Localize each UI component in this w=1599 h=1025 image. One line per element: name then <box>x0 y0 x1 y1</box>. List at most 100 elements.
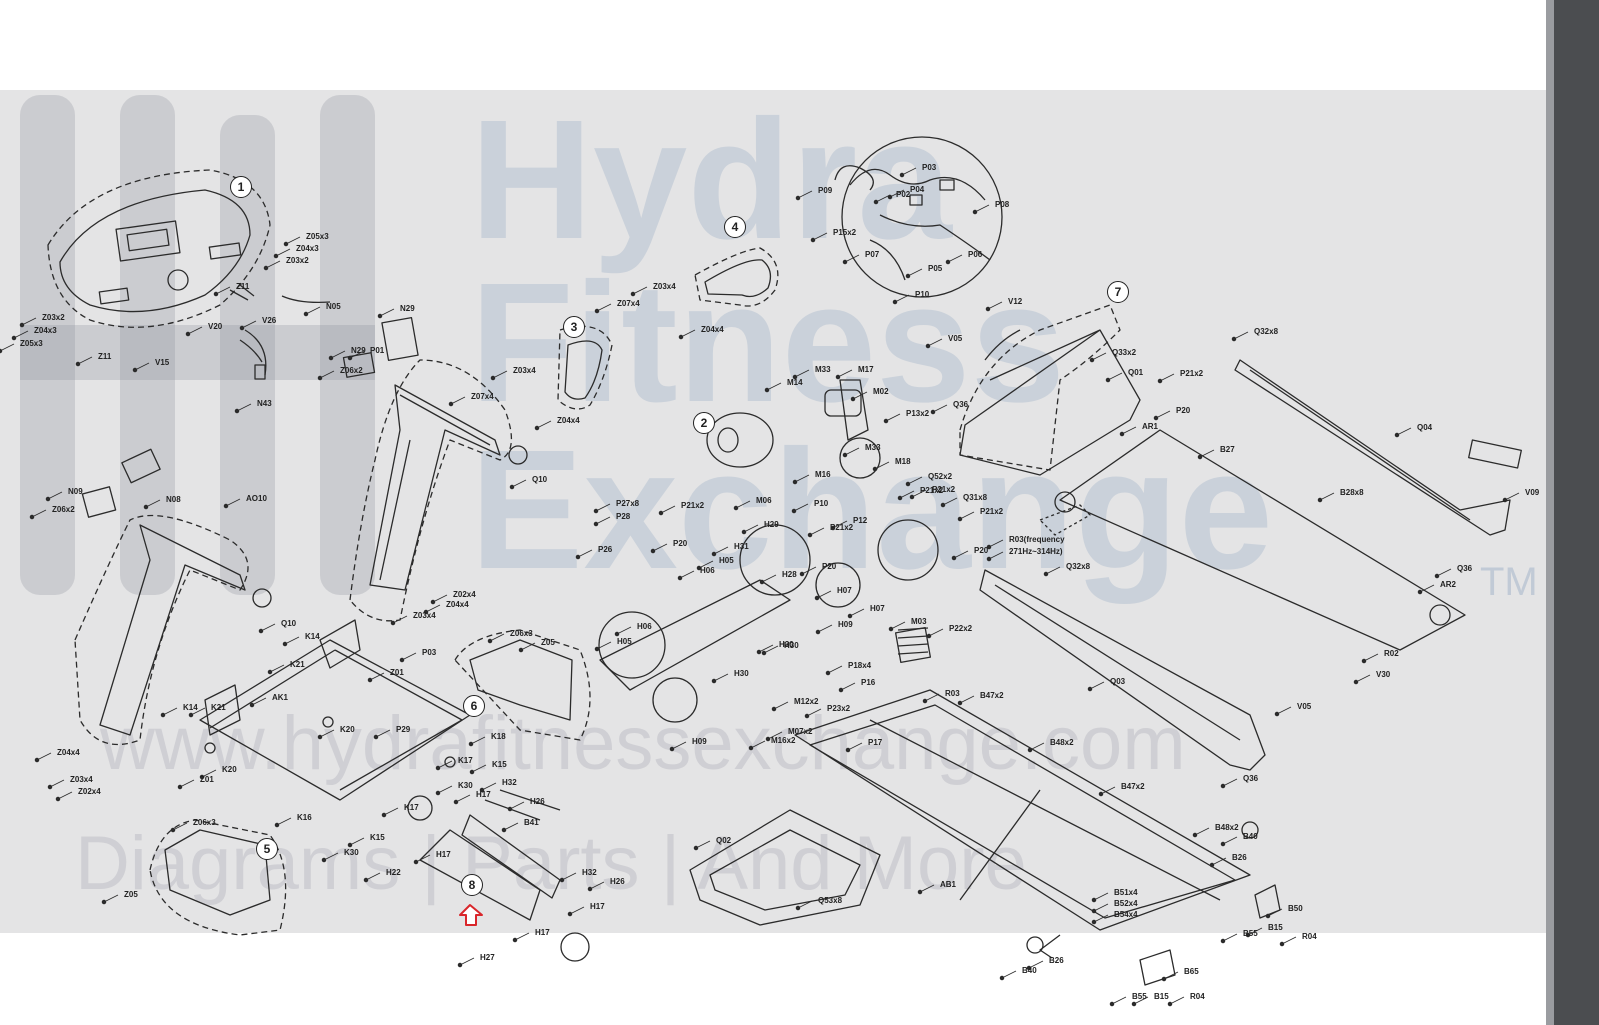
part-label-rear-guard: Z06x3 <box>193 818 216 827</box>
part-label-base-frame: K15 <box>492 760 507 769</box>
fastener-dot <box>888 626 894 632</box>
fastener-dot <box>892 299 898 305</box>
leader-line <box>955 550 969 558</box>
fastener-dot <box>390 620 396 626</box>
leader-line <box>1102 786 1116 794</box>
part-label-rear-guard: Z05 <box>541 638 555 647</box>
part-label-drive: H09 <box>838 620 853 629</box>
leader-line <box>434 594 448 602</box>
part-label-lift: H32 <box>582 868 597 877</box>
fastener-dot <box>1361 658 1367 664</box>
part-label-upright-right: Z03x4 <box>413 611 436 620</box>
leader-line <box>682 329 696 337</box>
leader-line <box>227 498 241 506</box>
part-label-hood: P20 <box>1176 406 1191 415</box>
leader-line <box>505 822 519 830</box>
fastener-dot <box>761 650 767 656</box>
handle-left <box>557 325 613 410</box>
fastener-dot <box>47 784 53 790</box>
part-label-hood: V12 <box>1008 297 1023 306</box>
part-label-upright-right: Z04x4 <box>446 600 469 609</box>
leader-line <box>662 505 676 513</box>
fastener-dot <box>363 877 369 883</box>
fastener-dot <box>741 529 747 535</box>
part-label-lift: H17 <box>436 850 451 859</box>
fastener-dot <box>1220 841 1226 847</box>
leader-line <box>403 652 417 660</box>
part-label-rear-guard: Z05 <box>124 890 138 899</box>
fastener-dot <box>1265 913 1271 919</box>
fastener-dot <box>1245 932 1251 938</box>
leader-line <box>839 369 853 377</box>
leader-line <box>59 791 73 799</box>
leader-line <box>1135 996 1149 1004</box>
leader-line <box>321 729 335 737</box>
fastener-dot <box>630 291 636 297</box>
fastener-dot <box>328 355 334 361</box>
leader-line <box>1171 996 1185 1004</box>
part-label-drive: H06 <box>700 566 715 575</box>
fastener-dot <box>791 508 797 514</box>
fastener-dot <box>347 355 353 361</box>
part-label-drive: P21x2 <box>681 501 705 510</box>
fastener-dot <box>922 698 928 704</box>
leader-line <box>715 673 729 681</box>
fastener-dot <box>1091 908 1097 914</box>
leader-line <box>849 742 863 750</box>
part-label-handle-left: Z04x4 <box>557 416 580 425</box>
fastener-dot <box>367 677 373 683</box>
part-label-upright-left: Z04x4 <box>57 748 80 757</box>
leader-line <box>989 301 1003 309</box>
part-label-upright-left: Z02x4 <box>78 787 101 796</box>
leader-line <box>321 370 335 378</box>
leader-line <box>1398 427 1412 435</box>
side-rail-right <box>1234 359 1522 536</box>
fastener-dot <box>1394 432 1400 438</box>
fastener-dot <box>435 790 441 796</box>
leader-line <box>697 840 711 848</box>
leader-line <box>1 343 15 351</box>
part-label-upright-left: N08 <box>166 495 181 504</box>
leader-line <box>243 320 257 328</box>
watermark-line-1: Hydra <box>470 85 952 275</box>
leader-line <box>808 708 822 716</box>
fastener-dot <box>1089 357 1095 363</box>
fastener-dot <box>199 774 205 780</box>
viewer-side-panel[interactable] <box>1554 0 1599 1025</box>
fastener-dot <box>575 554 581 560</box>
part-label-motor-tray: Q53x8 <box>818 896 843 905</box>
part-label-main-frame: P23x2 <box>827 704 851 713</box>
fastener-dot <box>1353 679 1359 685</box>
part-label-drive: P21x2 <box>830 523 854 532</box>
part-label-motor-tray: Q02 <box>716 836 732 845</box>
fastener-dot <box>807 532 813 538</box>
part-label-drive: P28 <box>616 512 631 521</box>
part-label-upright-left: N09 <box>68 487 83 496</box>
fastener-dot <box>792 479 798 485</box>
part-label-drive: H07 <box>837 586 852 595</box>
leader-line <box>217 286 231 294</box>
leader-line <box>1506 492 1520 500</box>
leader-line <box>903 167 917 175</box>
fastener-dot <box>373 734 379 740</box>
leader-line <box>563 872 577 880</box>
part-label-main-frame: M03 <box>911 617 927 626</box>
fastener-dot <box>347 842 353 848</box>
part-label-deck: V30 <box>1376 670 1391 679</box>
fastener-dot <box>795 195 801 201</box>
fastener-dot <box>764 387 770 393</box>
fastener-dot <box>759 579 765 585</box>
viewer-scrollbar-track <box>1546 0 1554 1025</box>
fastener-dot <box>509 484 515 490</box>
part-label-console: Z11 <box>98 352 112 361</box>
fastener-dot <box>1192 832 1198 838</box>
leader-line <box>1113 996 1127 1004</box>
part-label-drive: H09 <box>692 737 707 746</box>
leader-line <box>846 447 860 455</box>
part-label-drive: P21x2 <box>920 486 944 495</box>
leader-line <box>846 254 860 262</box>
fastener-dot <box>29 514 35 520</box>
leader-line <box>1224 933 1238 941</box>
callout-7: 7 <box>1107 281 1129 303</box>
fastener-dot <box>1502 497 1508 503</box>
